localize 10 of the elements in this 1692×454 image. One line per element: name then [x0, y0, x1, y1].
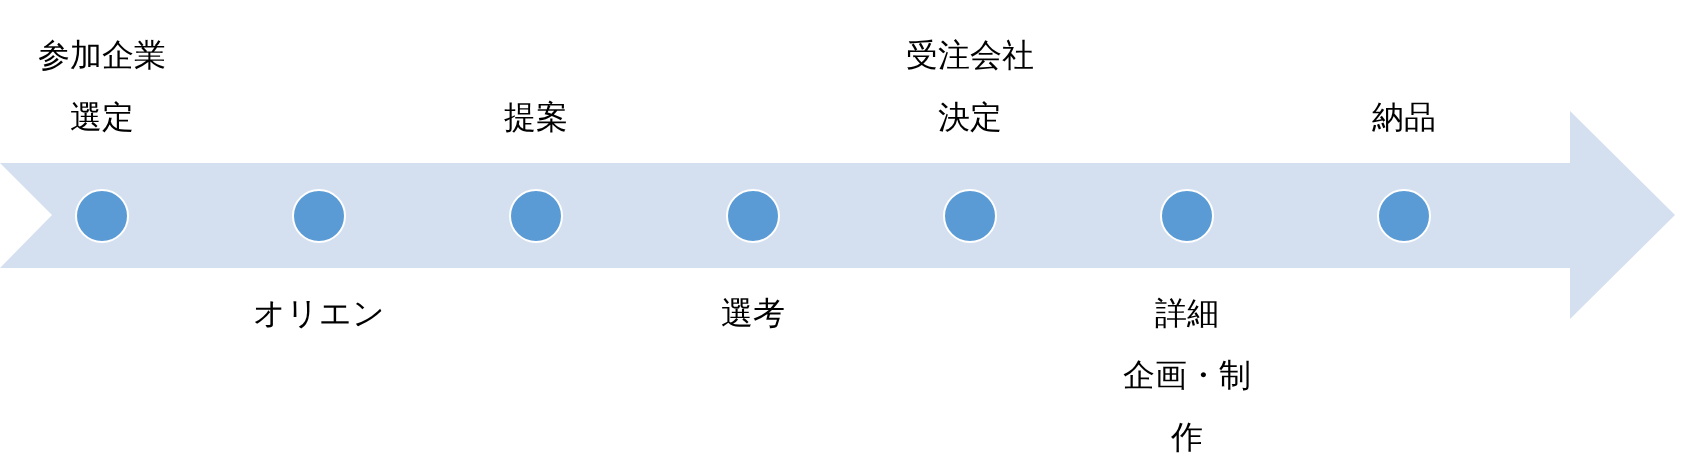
- stage-label: 選定: [69, 97, 135, 138]
- stage-label: 参加企業: [37, 35, 167, 76]
- stage-label: 提案: [503, 97, 569, 138]
- stage-label: オリエン: [252, 293, 386, 334]
- stage-label: 選考: [720, 293, 786, 334]
- stage-label: 決定: [937, 97, 1003, 138]
- stage-label: 納品: [1371, 97, 1437, 138]
- stage-label: 受注会社: [905, 35, 1035, 76]
- stage-label: 詳細: [1154, 293, 1220, 334]
- stage-label: 企画・制作: [1122, 355, 1252, 454]
